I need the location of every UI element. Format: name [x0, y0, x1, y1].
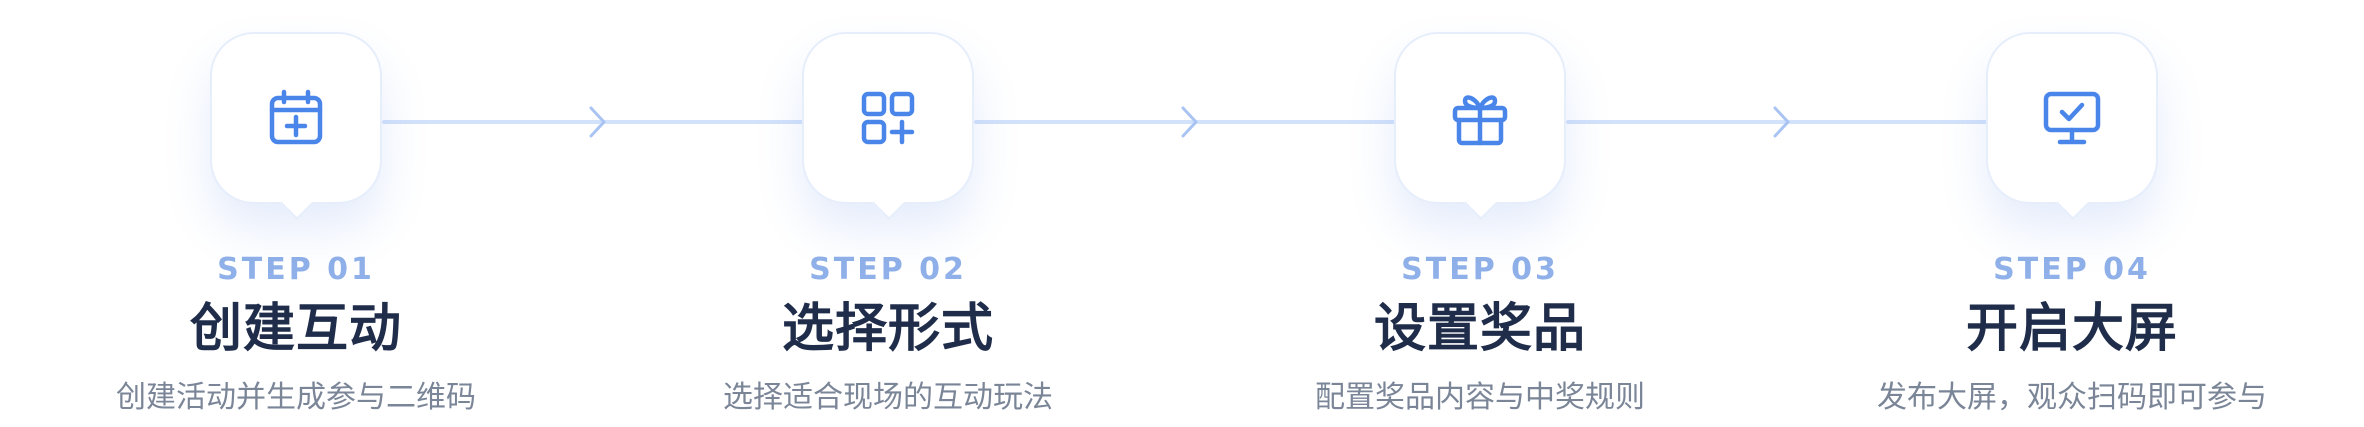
step-description: 创建活动并生成参与二维码 — [116, 380, 476, 415]
step-number: STEP 04 — [1993, 252, 2151, 287]
step-description: 选择适合现场的互动玩法 — [723, 380, 1053, 415]
step-icon-box — [1394, 32, 1566, 204]
connector-line-2 — [974, 120, 1400, 124]
step-card-4: STEP 04 开启大屏 发布大屏，观众扫码即可参与 — [1792, 0, 2352, 427]
connector-line-1 — [382, 120, 808, 124]
step-number: STEP 03 — [1401, 252, 1559, 287]
connector-line-3 — [1566, 120, 1992, 124]
grid-add-icon — [861, 91, 915, 145]
step-description: 配置奖品内容与中奖规则 — [1315, 380, 1645, 415]
step-icon-box — [210, 32, 382, 204]
chevron-right-icon — [589, 106, 606, 138]
step-card-2: STEP 02 选择形式 选择适合现场的互动玩法 — [608, 0, 1168, 427]
step-title: 创建互动 — [189, 299, 402, 359]
step-icon-box — [802, 32, 974, 204]
calendar-add-icon — [269, 89, 323, 145]
gift-icon — [1452, 95, 1508, 146]
step-number: STEP 01 — [217, 252, 375, 287]
step-title: 选择形式 — [781, 299, 994, 359]
chevron-right-icon — [1773, 106, 1790, 138]
step-card-3: STEP 03 设置奖品 配置奖品内容与中奖规则 — [1200, 0, 1760, 427]
step-number: STEP 02 — [809, 252, 967, 287]
step-card-1: STEP 01 创建互动 创建活动并生成参与二维码 — [16, 0, 576, 427]
step-description: 发布大屏，观众扫码即可参与 — [1877, 380, 2267, 415]
step-title: 开启大屏 — [1965, 299, 2178, 359]
chevron-right-icon — [1181, 106, 1198, 138]
step-icon-box — [1986, 32, 2158, 204]
monitor-check-icon — [2043, 91, 2101, 145]
step-title: 设置奖品 — [1373, 299, 1586, 359]
